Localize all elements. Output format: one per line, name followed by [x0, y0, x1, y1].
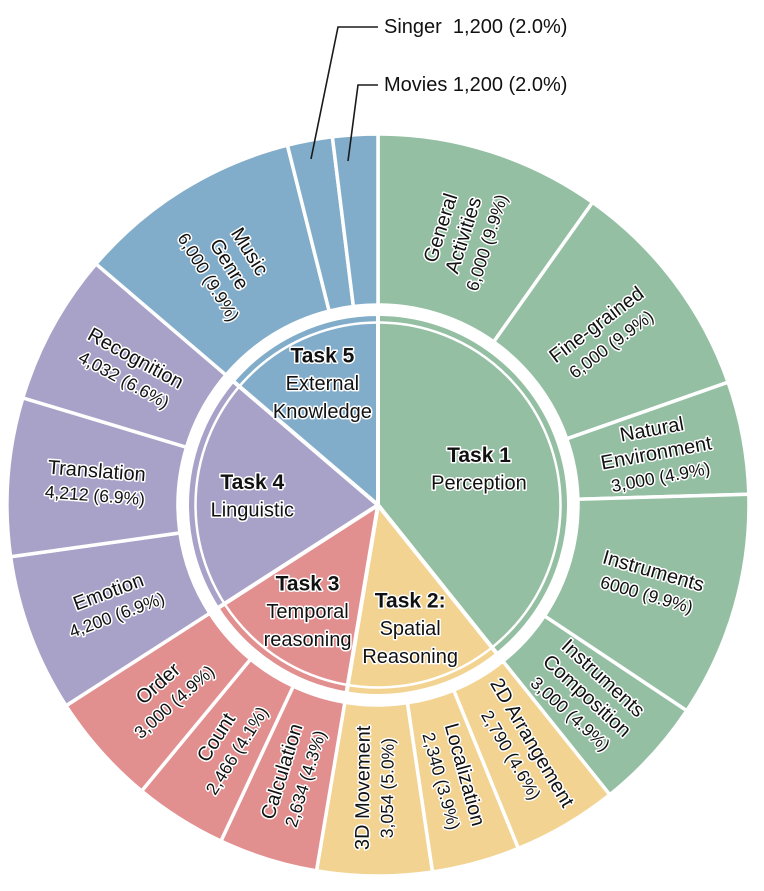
inner-segment-task-1: [376, 312, 571, 657]
inner-segment-task-4: [185, 378, 380, 611]
inner-ring-layer: [185, 312, 571, 698]
callout-label-movies: Movies 1,200 (2.0%): [384, 74, 567, 96]
ring-outline-layer: [194, 321, 562, 689]
segment-movies: [330, 132, 380, 309]
callout-line-singer: [310, 26, 378, 160]
inner-ring-outline: [194, 321, 562, 689]
inner-segment-task-2: [344, 503, 500, 698]
callouts-layer: Singer 1,200 (2.0%) Movies 1,200 (2.0%): [310, 16, 567, 162]
inner-segment-task-3: [215, 503, 380, 696]
callout-label-singer: Singer 1,200 (2.0%): [384, 16, 567, 38]
outer-ring-layer: [5, 132, 751, 878]
callout-line-movies: [347, 84, 378, 162]
inner-segment-task-5: [230, 312, 380, 507]
